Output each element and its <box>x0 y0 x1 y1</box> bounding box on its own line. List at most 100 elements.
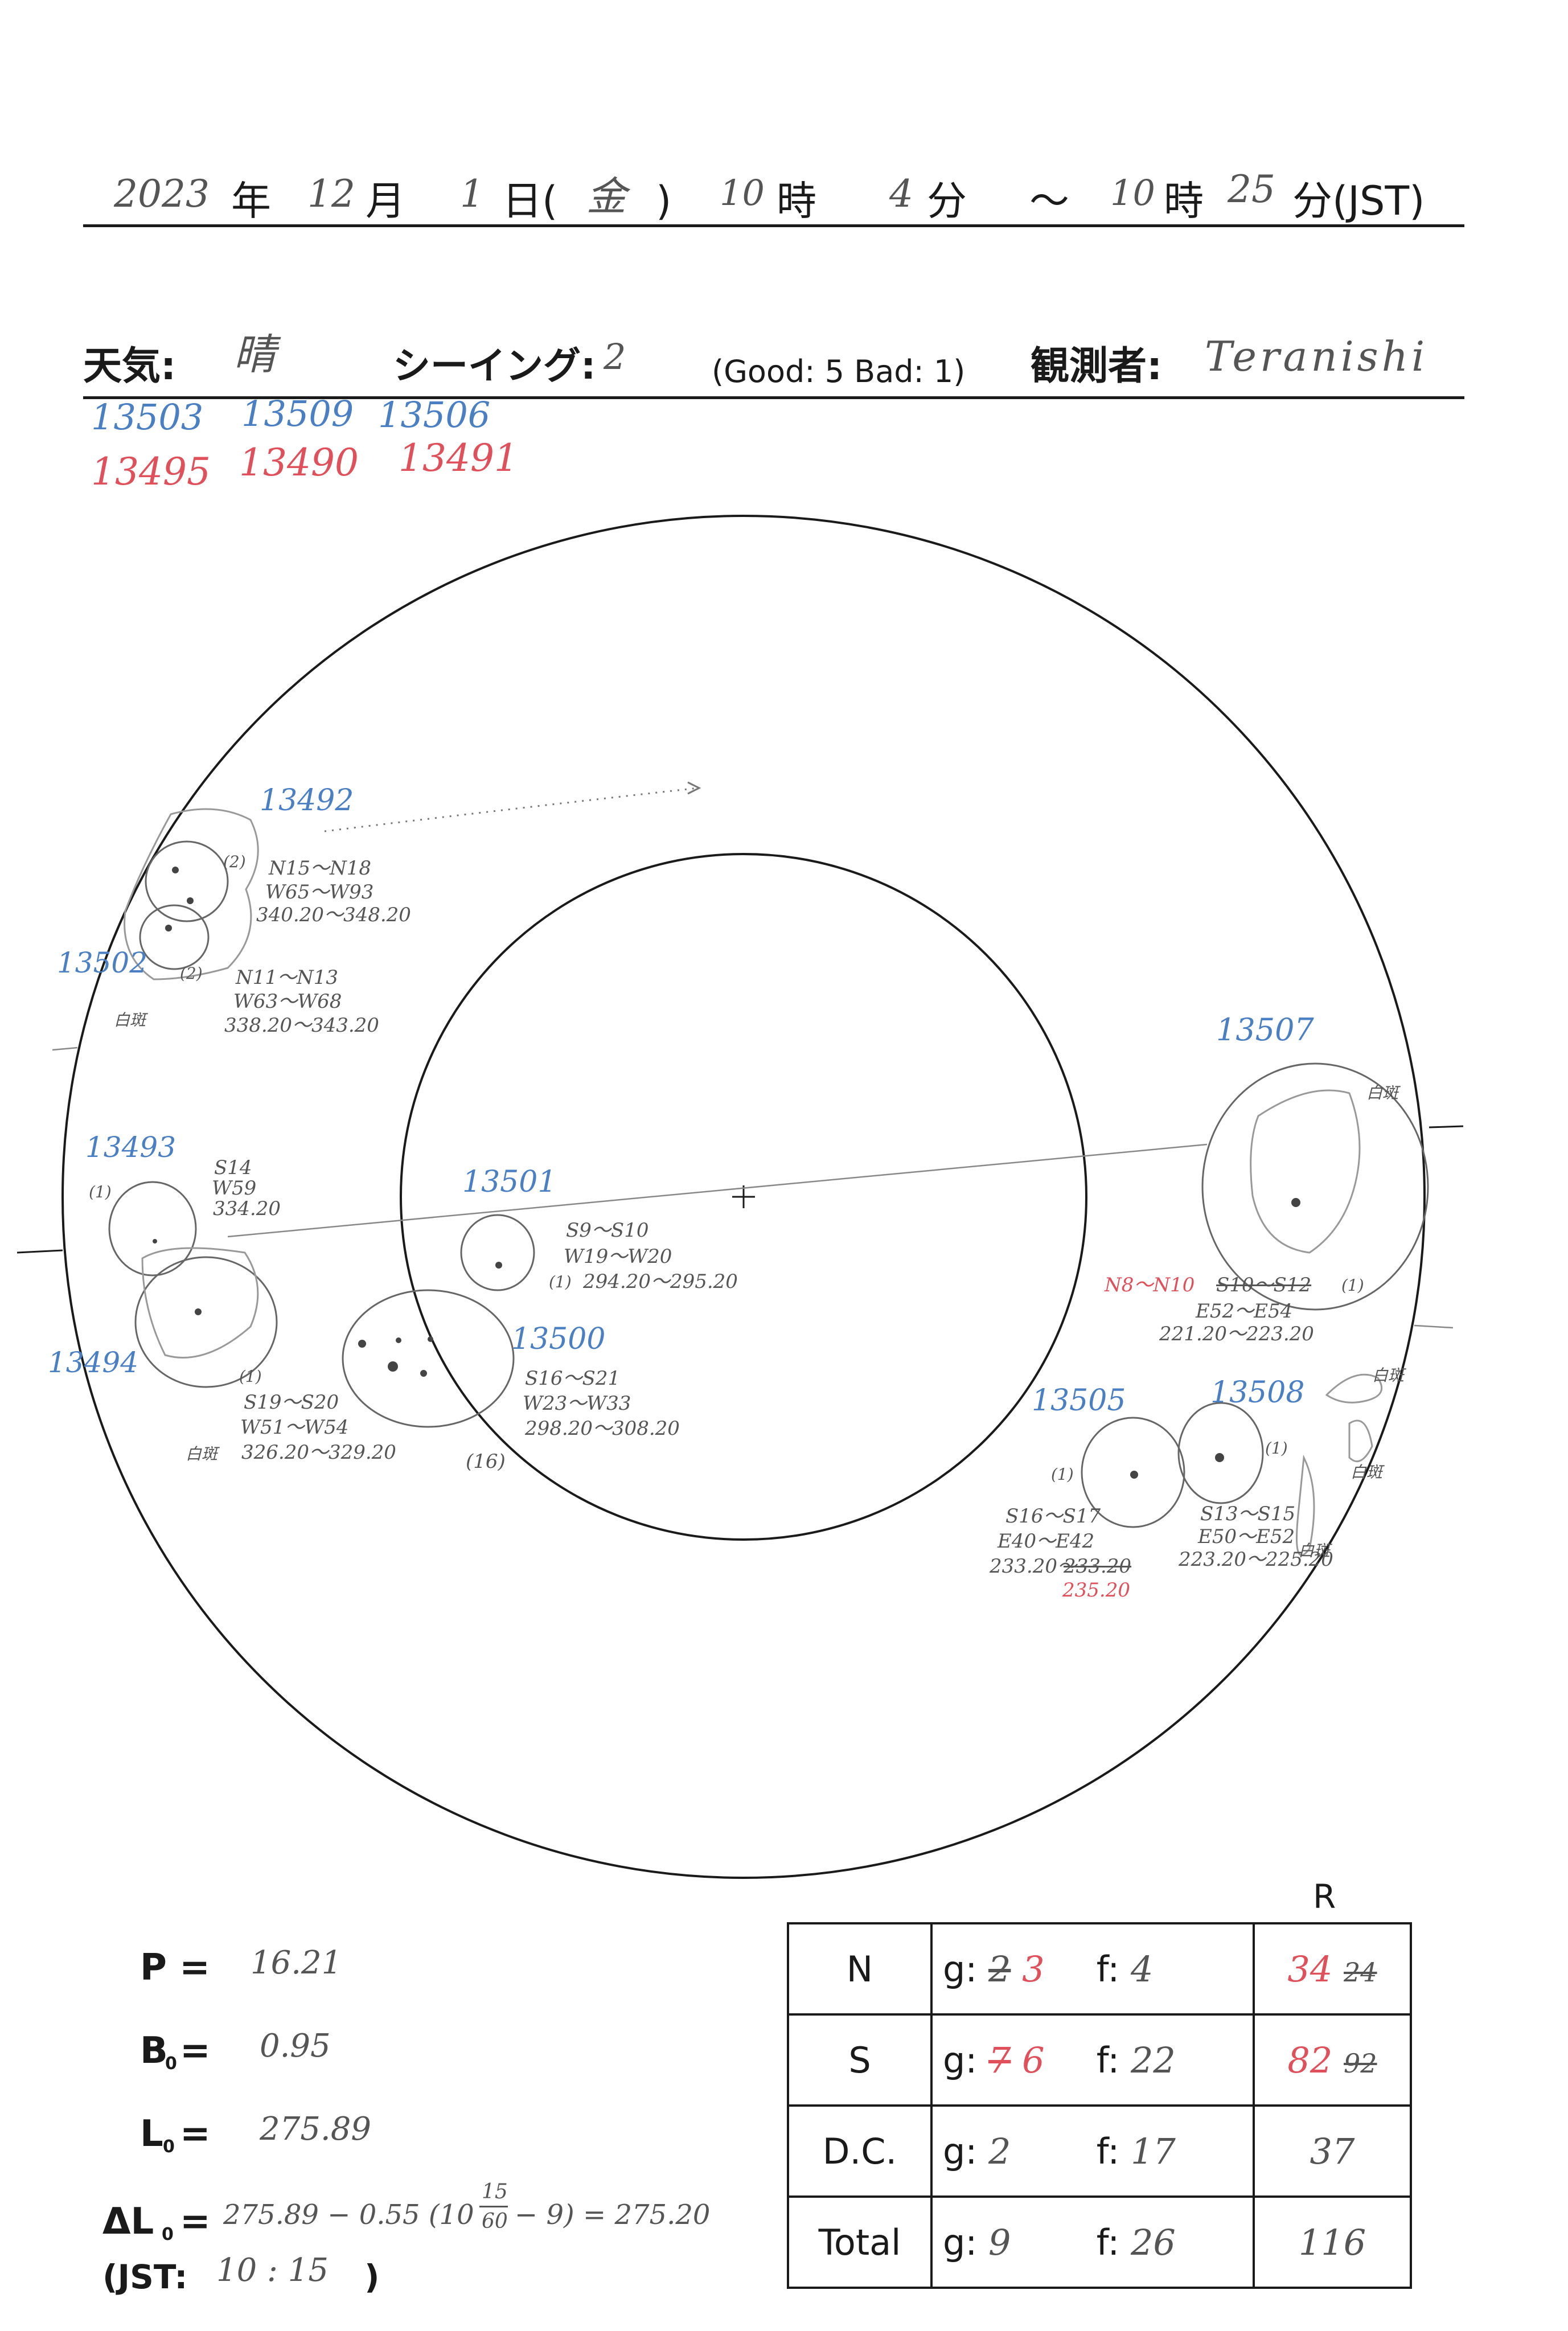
g-value: 6 <box>1022 2039 1045 2081</box>
weather-value: 晴 <box>233 330 276 379</box>
umbra-13507 <box>1291 1198 1300 1207</box>
group-lon: E50～E52 <box>1198 1525 1295 1548</box>
equator-line <box>227 1143 1208 1238</box>
facula-13507 <box>1250 1089 1361 1254</box>
dl0-value-a: 275.89 − 0.55 (10 <box>223 2199 474 2231</box>
group-count: (1) <box>1265 1439 1288 1458</box>
r-struck: 24 <box>1344 1956 1377 1988</box>
group-cell: g: 2 f: 17 <box>930 2104 1255 2198</box>
group-lon: W65～W93 <box>265 881 374 904</box>
dl0-value-b: − 9) = 275.20 <box>515 2199 711 2231</box>
g-value: 9 <box>988 2221 1011 2263</box>
year-value: 2023 <box>114 172 210 216</box>
rotation-arrow <box>324 787 699 832</box>
group-lon: W63～W68 <box>233 990 342 1013</box>
observer-label: 観測者: <box>1031 344 1163 389</box>
umbra-13500-e <box>428 1336 433 1342</box>
end-hour: 10 <box>1110 172 1155 214</box>
group-lat: S13～S15 <box>1200 1503 1296 1525</box>
f-label: f: <box>1096 1948 1120 1990</box>
umbra-13508 <box>1215 1453 1224 1462</box>
group-count: (16) <box>466 1450 506 1473</box>
group-lat: S9～S10 <box>566 1219 649 1242</box>
group-count: (2) <box>223 852 246 871</box>
facula-note-1: 白斑 <box>1372 1366 1405 1385</box>
g-value: 2 <box>988 2130 1011 2172</box>
time-tilde: ～ <box>1029 178 1069 224</box>
r-cell: 82 92 <box>1253 2013 1412 2107</box>
f-label: f: <box>1096 2039 1120 2081</box>
p-label: P = <box>140 1947 210 1989</box>
region-red-2: 13490 <box>239 441 359 485</box>
dl0-sub: 0 <box>162 2225 174 2244</box>
row-label: S <box>787 2013 933 2107</box>
umbra-13492-b <box>187 897 194 904</box>
tick-left-upper <box>52 1047 78 1051</box>
group-carr: 338.20～343.20 <box>224 1014 379 1037</box>
end-min-unit: 分(JST) <box>1292 178 1425 224</box>
facula-right-1 <box>1325 1373 1383 1403</box>
group-cell: g: 9 f: 26 <box>930 2195 1255 2289</box>
start-min: 4 <box>889 172 913 216</box>
g-struck: 7 <box>988 2039 1011 2081</box>
umbra-13494 <box>195 1308 202 1315</box>
group-lon: E40～E42 <box>998 1530 1095 1553</box>
b0-sub: 0 <box>165 2054 177 2074</box>
penumbra-13492 <box>145 840 229 922</box>
penumbra-13501 <box>460 1214 535 1291</box>
penumbra-13500 <box>342 1289 515 1428</box>
observer-value: Teranishi <box>1205 333 1429 380</box>
dl0-eq: = <box>180 2201 211 2243</box>
g-label: g: <box>943 2130 978 2172</box>
tick-right <box>1429 1125 1464 1128</box>
group-lat: N8～N10 <box>1105 1274 1195 1296</box>
row-label: N <box>787 1922 933 2016</box>
r-value: 82 <box>1287 2039 1333 2081</box>
group-id: 13502 <box>57 946 148 979</box>
conditions-underline <box>83 396 1464 399</box>
facula-13494 <box>141 1247 259 1359</box>
umbra-13501 <box>495 1262 502 1269</box>
end-min: 25 <box>1228 167 1275 211</box>
facula-right-2 <box>1348 1419 1373 1463</box>
f-label: f: <box>1096 2221 1120 2263</box>
group-lat: S16～S21 <box>525 1367 621 1390</box>
seeing-value: 2 <box>604 336 626 377</box>
region-blue-3: 13506 <box>378 394 491 436</box>
group-carr: 298.20～308.20 <box>525 1417 680 1440</box>
group-lon: W59 <box>212 1177 257 1200</box>
umbra-13492-a <box>172 867 179 873</box>
region-blue-1: 13503 <box>91 396 204 438</box>
region-red-1: 13495 <box>91 450 211 494</box>
g-value: 3 <box>1022 1948 1045 1990</box>
r-value: 34 <box>1287 1948 1333 1990</box>
table-row: S g: 7 6 f: 22 82 92 <box>787 2013 1412 2107</box>
group-carr-corr: 235.20 <box>1062 1579 1130 1602</box>
group-count: (1) <box>1341 1276 1364 1295</box>
day-value: 1 <box>460 172 484 216</box>
umbra-13505 <box>1130 1471 1138 1479</box>
group-id: 13500 <box>511 1322 606 1356</box>
group-id: 13501 <box>462 1165 557 1199</box>
group-count: (1) <box>89 1183 112 1201</box>
table-row: D.C. g: 2 f: 17 37 <box>787 2104 1412 2198</box>
group-lon: W51～W54 <box>240 1416 349 1439</box>
group-count: (1) <box>1051 1465 1074 1484</box>
g-label: g: <box>943 2039 978 2081</box>
umbra-13500-b <box>396 1337 401 1343</box>
umbra-13500-a <box>358 1340 366 1348</box>
penumbra-13493 <box>108 1181 197 1277</box>
penumbra-13505 <box>1081 1417 1185 1528</box>
group-lat: S16～S17 <box>1005 1505 1101 1528</box>
f-value: 17 <box>1130 2130 1176 2172</box>
solar-disk-outline <box>61 515 1426 1879</box>
umbra-13493 <box>153 1239 157 1244</box>
dl0-frac-num: 15 <box>482 2180 508 2203</box>
year-unit: 年 <box>231 178 271 224</box>
month-unit: 月 <box>366 178 405 224</box>
group-count: (1) <box>239 1367 262 1386</box>
penumbra-13508 <box>1177 1402 1264 1504</box>
f-label: f: <box>1096 2130 1120 2172</box>
f-value: 4 <box>1130 1948 1154 1990</box>
weekday-value: 金 <box>586 173 626 220</box>
